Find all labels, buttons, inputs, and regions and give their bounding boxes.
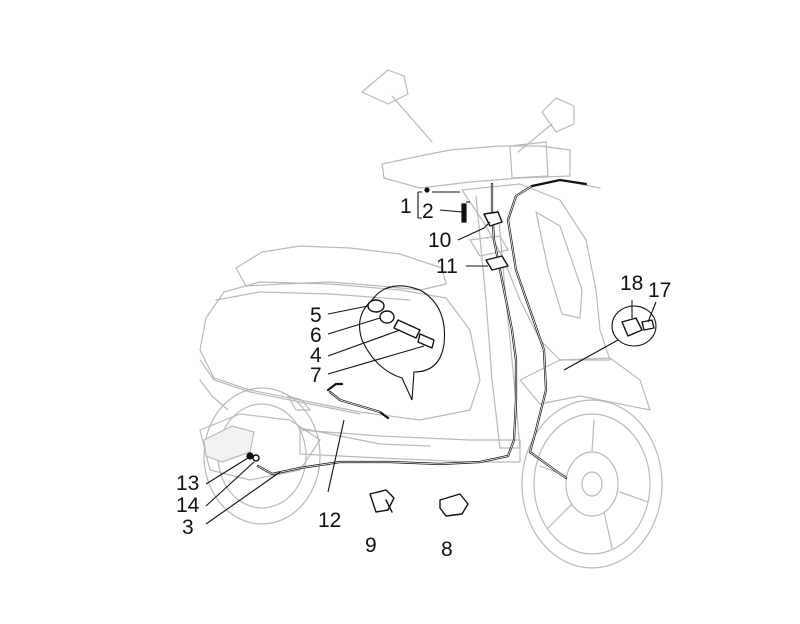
left-mirror: [361, 69, 433, 143]
speedometer-cable: [256, 182, 518, 476]
front-brake-cable: [506, 184, 568, 480]
seat: [235, 245, 447, 291]
callout-1: 1: [400, 195, 412, 218]
callout-12: 12: [318, 509, 341, 532]
callout-3: 3: [182, 516, 194, 539]
rear-wheel: [203, 387, 321, 525]
part-18-clamp: [621, 317, 643, 337]
part-5-grommet: [367, 299, 385, 313]
rear-body: [199, 281, 481, 421]
callout-labels: 1 2 3 4 5 6 7 8 9 10 11 12 13 14 17 18: [176, 195, 671, 561]
part-11-clip: [485, 255, 509, 271]
front-fender: [519, 357, 651, 411]
callout-14: 14: [176, 494, 200, 517]
part-2-sleeve: [461, 203, 467, 223]
callout-9: 9: [365, 534, 377, 557]
callout-6: 6: [310, 324, 322, 347]
part-7-fitting: [417, 333, 435, 349]
callout-8: 8: [441, 538, 453, 561]
part-8-clip: [439, 493, 469, 517]
handlebar: [381, 145, 571, 189]
detail-bubble: [359, 285, 446, 401]
scooter-outline: [199, 69, 663, 569]
right-mirror: [517, 97, 575, 153]
front-wheel: [521, 399, 663, 569]
leg-shield: [461, 183, 611, 361]
part-10-clip: [483, 211, 503, 227]
parts: [246, 187, 655, 517]
part-9-clamp: [369, 489, 395, 513]
callout-17: 17: [648, 279, 671, 302]
part-14-washer: [252, 454, 260, 462]
callout-2: 2: [422, 200, 434, 223]
part-4-adjuster: [393, 319, 421, 339]
callout-18: 18: [620, 272, 643, 295]
callout-10: 10: [428, 229, 451, 252]
callout-7: 7: [310, 364, 322, 387]
callout-11: 11: [436, 255, 458, 278]
part-1-pin: [424, 187, 430, 193]
callout-4: 4: [310, 344, 322, 367]
callout-5: 5: [310, 304, 322, 327]
leader-lines: [205, 191, 657, 525]
part-6-ring: [379, 310, 395, 324]
callout-13: 13: [176, 472, 199, 495]
engine-cover: [199, 413, 321, 481]
